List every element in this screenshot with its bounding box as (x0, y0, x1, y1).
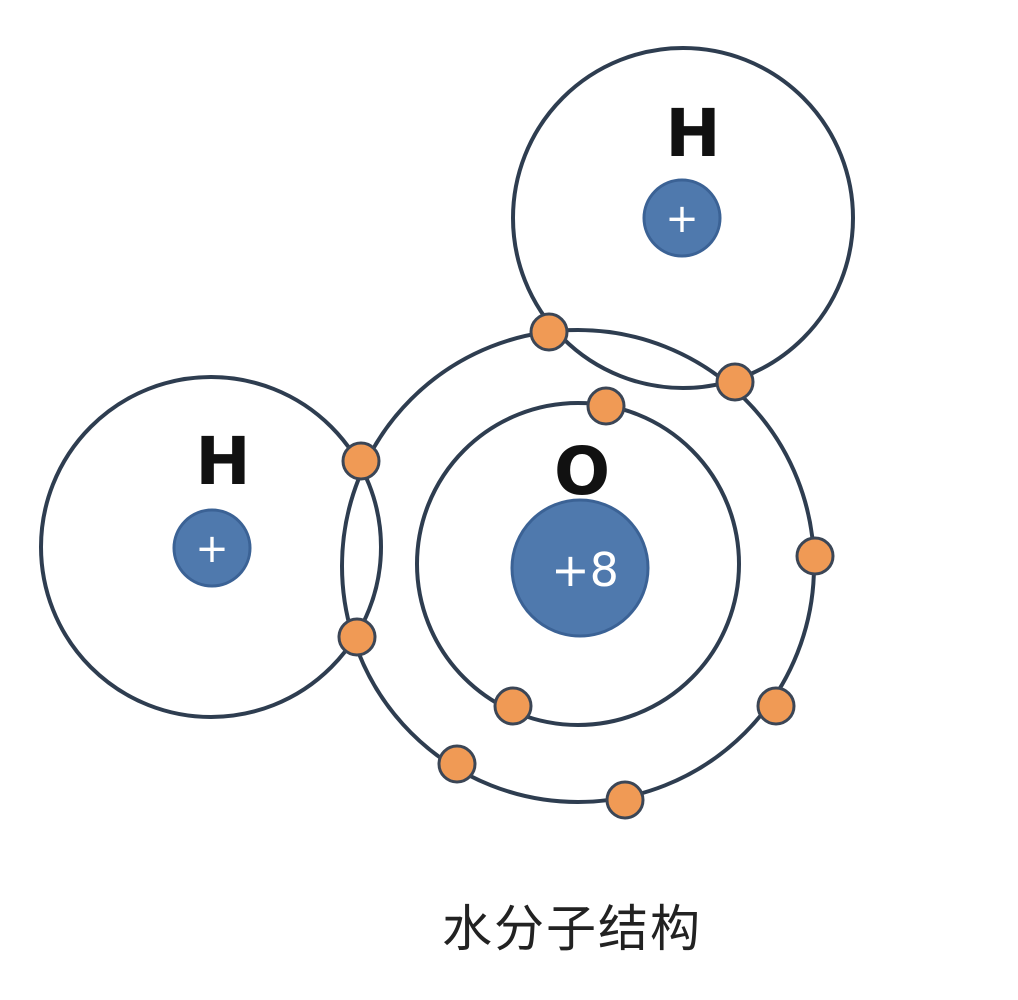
electron-outer-1 (795, 536, 835, 576)
electron-shared-top-1 (529, 312, 569, 352)
electron-inner-1 (586, 386, 626, 426)
electron-shared-left-1 (341, 441, 381, 481)
electron-shared-top-2 (715, 362, 755, 402)
oxygen-nucleus (510, 498, 650, 638)
electrons (337, 312, 835, 820)
oxygen-charge: +8 (551, 543, 619, 597)
oxygen-label: O (554, 433, 610, 510)
oxygen-inner-shell (415, 401, 741, 727)
oxygen-atom: +8 O (340, 328, 816, 804)
electron-outer-4 (437, 744, 477, 784)
electron-outer-2 (756, 686, 796, 726)
hydrogen-left-nucleus (172, 508, 252, 588)
diagram-caption: 水分子结构 (442, 900, 702, 958)
hydrogen-top-shell (511, 46, 855, 390)
hydrogen-left-label: H (195, 423, 250, 500)
hydrogen-top-charge: + (665, 196, 699, 242)
hydrogen-atom-top: + H (511, 46, 855, 390)
hydrogen-left-charge: + (195, 526, 229, 572)
hydrogen-atom-left: + H (39, 375, 383, 719)
electron-outer-3 (605, 780, 645, 820)
electron-shared-left-2 (337, 617, 377, 657)
hydrogen-left-shell (39, 375, 383, 719)
hydrogen-top-nucleus (642, 178, 722, 258)
electron-inner-2 (493, 686, 533, 726)
hydrogen-top-label: H (665, 95, 720, 172)
